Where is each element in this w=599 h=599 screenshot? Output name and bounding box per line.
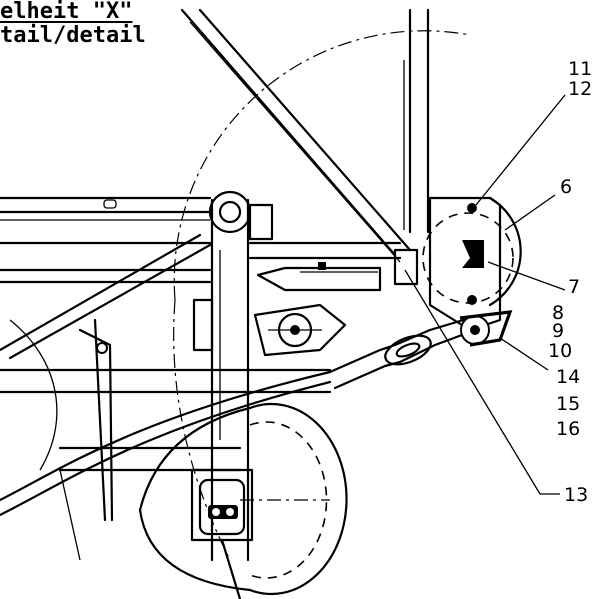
spindle-rod bbox=[256, 262, 382, 292]
callout-6: 6 bbox=[560, 176, 573, 198]
callout-8: 8 bbox=[552, 302, 565, 324]
callout-7: 7 bbox=[568, 276, 581, 298]
diagonal-brace bbox=[0, 233, 212, 360]
diagonal-strut bbox=[180, 8, 412, 263]
large-dashed-arc-lower bbox=[173, 299, 231, 561]
title-line-1: elheit "X" bbox=[0, 0, 133, 24]
left-bracket-and-cable bbox=[0, 318, 332, 561]
upright-post bbox=[403, 8, 430, 234]
turnbuckle bbox=[328, 310, 513, 390]
horizontal-frame-beams bbox=[0, 196, 402, 472]
callout-14: 14 bbox=[556, 366, 581, 388]
callout-13: 13 bbox=[564, 484, 589, 506]
callout-9: 9 bbox=[552, 320, 565, 342]
callout-16: 16 bbox=[556, 418, 581, 440]
idler-pulley bbox=[253, 303, 347, 357]
leader-lines bbox=[404, 94, 566, 495]
large-dashed-arc bbox=[173, 30, 471, 301]
hub-plate bbox=[393, 196, 522, 332]
callout-11: 11 bbox=[568, 58, 593, 80]
road-wheel bbox=[138, 402, 348, 596]
callout-12: 12 bbox=[568, 78, 593, 100]
bottom-bracket-plate bbox=[190, 468, 254, 599]
title-line-2: tail/detail bbox=[0, 23, 146, 48]
detail-title: elheit "X" tail/detail bbox=[0, 0, 146, 48]
callout-15: 15 bbox=[556, 393, 581, 415]
callout-10: 10 bbox=[548, 340, 573, 362]
